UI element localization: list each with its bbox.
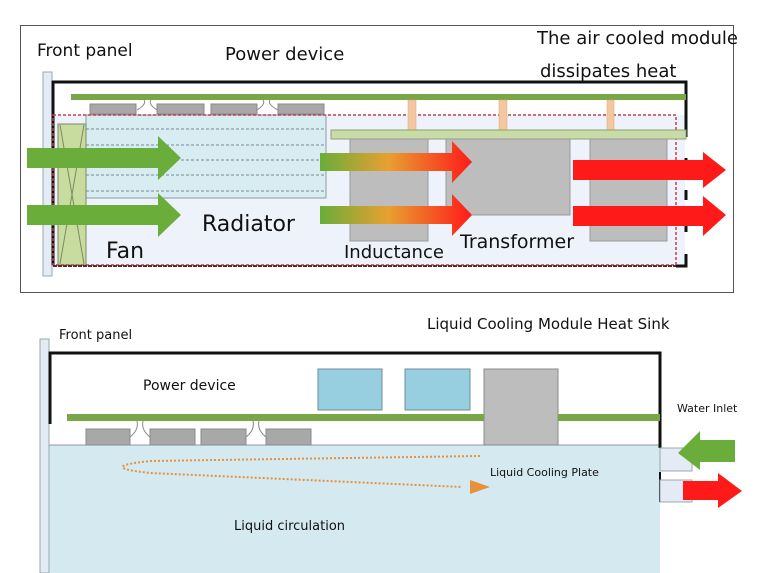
air-cooled-diagram: Front panel Power device The air cooled … <box>20 25 738 293</box>
power-chip <box>149 428 196 446</box>
label-front-panel-air: Front panel <box>37 41 133 61</box>
label-front-panel-liquid: Front panel <box>59 328 132 343</box>
hot-air-arrows <box>573 152 726 236</box>
circulation-path <box>121 455 481 488</box>
magnetics-board <box>330 129 687 140</box>
water-outlet-arrow <box>683 473 742 508</box>
capacitor-block <box>404 368 471 411</box>
front-panel <box>42 71 53 277</box>
warming-air-arrows <box>320 141 472 236</box>
power-device-chips <box>89 99 325 115</box>
transformer-block <box>445 138 571 216</box>
power-chip <box>89 103 137 115</box>
liquid-cooling-plate <box>49 445 660 573</box>
label-transformer: Transformer <box>459 231 574 253</box>
power-chip <box>85 428 131 446</box>
label-power-device-liquid: Power device <box>143 378 236 394</box>
label-title-air-line2: dissipates heat <box>540 61 676 82</box>
standoff <box>498 99 508 131</box>
standoff <box>606 99 615 131</box>
power-chip <box>265 428 312 446</box>
label-title-liquid: Liquid Cooling Module Heat Sink <box>427 315 670 333</box>
pcb-board-liquid-right <box>558 414 660 421</box>
power-device-chips-liquid <box>85 420 312 446</box>
power-chip <box>210 103 258 115</box>
pcb-board <box>71 94 686 100</box>
fan <box>57 123 87 266</box>
front-panel-liquid <box>39 338 50 573</box>
capacitor-block <box>317 368 383 411</box>
pcb-board-liquid <box>67 414 484 421</box>
magnetic-component-block <box>483 368 559 446</box>
standoff <box>407 99 417 131</box>
cool-air-arrow <box>27 136 181 180</box>
liquid-cooled-diagram: Front panel Liquid Cooling Module Heat S… <box>39 315 742 573</box>
hot-air-arrow <box>573 196 726 236</box>
hot-air-arrow <box>573 152 726 188</box>
water-inlet-arrow <box>678 431 735 470</box>
chassis-frame-liquid <box>48 351 662 448</box>
label-radiator: Radiator <box>202 212 296 237</box>
cool-air-arrow <box>27 193 181 237</box>
label-inductance: Inductance <box>344 242 444 263</box>
label-title-air-line1: The air cooled module <box>536 28 738 49</box>
label-liquid-circulation: Liquid circulation <box>234 519 345 534</box>
label-water-inlet: Water Inlet <box>677 402 738 415</box>
power-chip <box>156 103 205 115</box>
cool-air-arrows <box>27 136 181 237</box>
label-fan: Fan <box>106 239 144 264</box>
label-power-device-air: Power device <box>225 44 344 65</box>
circulation-arrowhead <box>470 480 490 494</box>
warming-air-arrow <box>320 141 472 183</box>
power-chip <box>200 428 247 446</box>
warming-air-arrow <box>320 194 472 236</box>
power-chip <box>277 103 325 115</box>
radiator-fins <box>86 128 326 192</box>
label-liquid-cooling-plate: Liquid Cooling Plate <box>490 466 599 479</box>
